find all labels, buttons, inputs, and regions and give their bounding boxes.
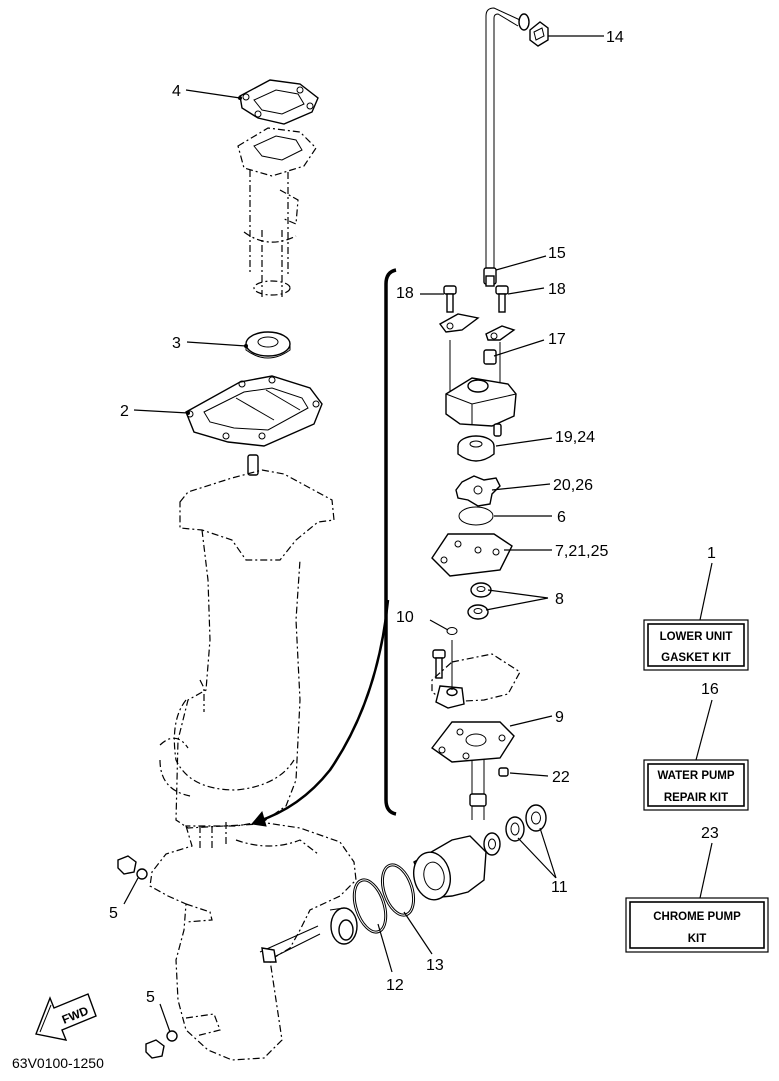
pump-gasket-plate-part: [431, 533, 513, 577]
callout-7-21-25: 7,21,25: [555, 543, 608, 560]
callout-11: 11: [551, 879, 568, 896]
lower-unit-part: [149, 821, 357, 1061]
callout-9: 9: [555, 709, 564, 726]
callout-14: 14: [606, 29, 624, 46]
seal-part: [245, 331, 291, 359]
pump-base-gasket-part: [430, 721, 515, 763]
pump-housing-part: [445, 340, 517, 437]
forward-arrow-icon: FWD: [35, 993, 97, 1041]
lower-unit-gasket-kit-line1: LOWER UNIT: [660, 631, 733, 643]
water-tube-part: [485, 7, 530, 268]
callout-2: 2: [120, 403, 129, 420]
bolt-18-right-part: [495, 285, 509, 313]
pump-base-part: [431, 640, 521, 709]
callout-16: 16: [701, 681, 719, 698]
callout-5-lower: 5: [146, 989, 155, 1006]
callout-5-upper: 5: [109, 905, 118, 922]
o-ring-10-part: [446, 627, 458, 635]
bolt-18-left-part: [443, 285, 457, 313]
o-ring-6-part: [458, 506, 494, 526]
callout-13: 13: [426, 957, 444, 974]
callout-18-left: 18: [396, 285, 414, 302]
diagram-code: 63V0100-1250: [12, 1055, 104, 1071]
drive-shaft-part: [469, 760, 509, 820]
impeller-part: [455, 475, 501, 507]
water-pump-group-bracket: [251, 268, 397, 827]
callout-labels: 4 3 2 5 5 14 15 18 18 17 19,24 20,26 6 7…: [109, 29, 719, 1006]
water-pump-repair-kit-box: WATER PUMP REPAIR KIT: [643, 759, 749, 811]
tube-fitting-15-part: [483, 267, 497, 287]
callout-19-24: 19,24: [555, 429, 595, 446]
callout-22: 22: [552, 769, 570, 786]
water-pump-repair-kit-line2: REPAIR KIT: [664, 792, 728, 804]
upper-gasket-part: [185, 375, 323, 447]
chrome-pump-kit-box: CHROME PUMP KIT: [625, 897, 769, 953]
top-gasket-part: [239, 79, 319, 125]
chrome-pump-kit-line2: KIT: [688, 933, 707, 945]
callout-23: 23: [701, 825, 719, 842]
upper-casing-part: [159, 469, 335, 829]
dowel-pin-part: [247, 454, 259, 476]
drain-bolt-lower-part: [145, 1030, 178, 1059]
exhaust-guide-part: [237, 127, 317, 300]
lower-unit-gasket-kit-box: LOWER UNIT GASKET KIT: [643, 619, 749, 671]
leader-dots: [186, 96, 248, 415]
callout-1: 1: [707, 545, 716, 562]
oil-seals-part: [505, 804, 547, 842]
callout-10: 10: [396, 609, 414, 626]
bearing-housing-part: [412, 832, 501, 901]
callout-15: 15: [548, 245, 566, 262]
chrome-pump-kit-line1: CHROME PUMP: [653, 911, 741, 923]
o-ring-12-part: [352, 878, 388, 934]
callout-20-26: 20,26: [553, 477, 593, 494]
prop-shaft-bushing-part: [329, 907, 358, 945]
drain-bolt-upper-part: [117, 855, 148, 880]
callout-6: 6: [557, 509, 566, 526]
callout-4: 4: [172, 83, 181, 100]
callout-3: 3: [172, 335, 181, 352]
callout-12: 12: [386, 977, 404, 994]
lower-unit-gasket-kit-line2: GASKET KIT: [661, 652, 731, 664]
leader-lines: [123, 35, 713, 1033]
pump-plate-washers-part: [438, 313, 516, 341]
pump-seals-8-part: [467, 582, 492, 620]
callout-8: 8: [555, 591, 564, 608]
callout-18-right: 18: [548, 281, 566, 298]
water-pump-repair-kit-line1: WATER PUMP: [657, 770, 734, 782]
pump-cup-part: [457, 435, 495, 462]
callout-17: 17: [548, 331, 566, 348]
grommet-14-part: [529, 21, 549, 47]
